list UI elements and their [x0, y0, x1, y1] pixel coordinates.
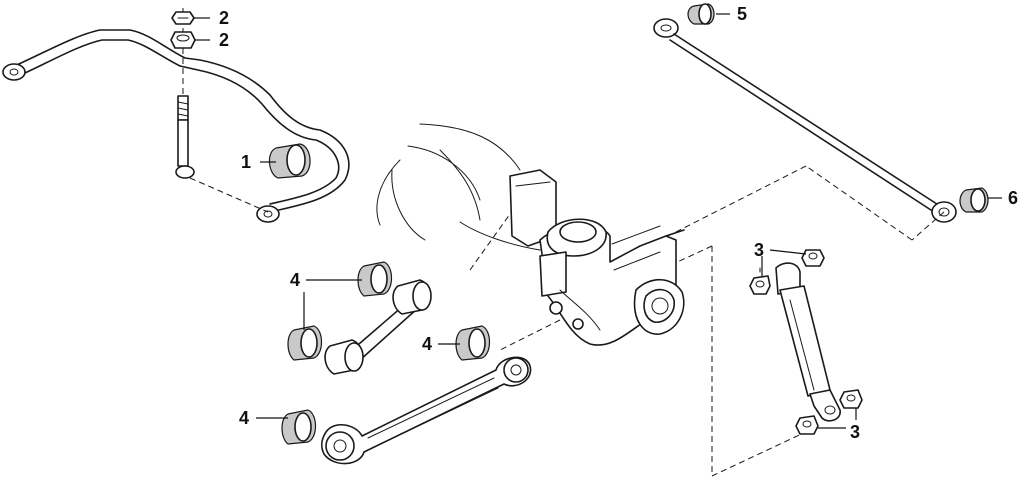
callout-3-upper: 3 [754, 240, 764, 260]
shock-absorber [759, 262, 841, 422]
bushing-4-mid-left [287, 325, 323, 361]
nut-3-bottom-right [839, 389, 863, 409]
stabilizer-bushing [268, 143, 311, 179]
callout-leaders [194, 13, 1002, 429]
callout-2-upper: 2 [219, 8, 229, 28]
callout-5: 5 [737, 4, 747, 24]
callout-2-lower: 2 [219, 30, 229, 50]
callout-4-middle: 4 [422, 334, 432, 354]
bushing-right [959, 187, 989, 213]
lateral-rod [653, 18, 957, 223]
nut-upper [171, 11, 195, 25]
nut-3-bottom-left [795, 415, 819, 435]
stabilizer-link [175, 8, 269, 213]
nut-3-top-left [749, 275, 771, 295]
bushing-upper-right [687, 3, 715, 25]
stabilizer-bar [2, 29, 350, 223]
callout-6: 6 [1008, 188, 1018, 208]
axle-housing [376, 123, 685, 346]
nut-3-top-right [801, 249, 825, 267]
upper-control-arm [324, 279, 432, 375]
lower-control-arm [321, 356, 532, 465]
nut-lower [170, 31, 196, 49]
callout-1: 1 [241, 152, 251, 172]
bushing-4-top [357, 261, 393, 297]
callout-3-lower: 3 [850, 422, 860, 442]
callout-4-lower: 4 [239, 408, 249, 428]
bushing-4-mid-right [455, 325, 491, 361]
bushing-4-bottom [281, 409, 317, 445]
callout-4-upper: 4 [290, 270, 300, 290]
